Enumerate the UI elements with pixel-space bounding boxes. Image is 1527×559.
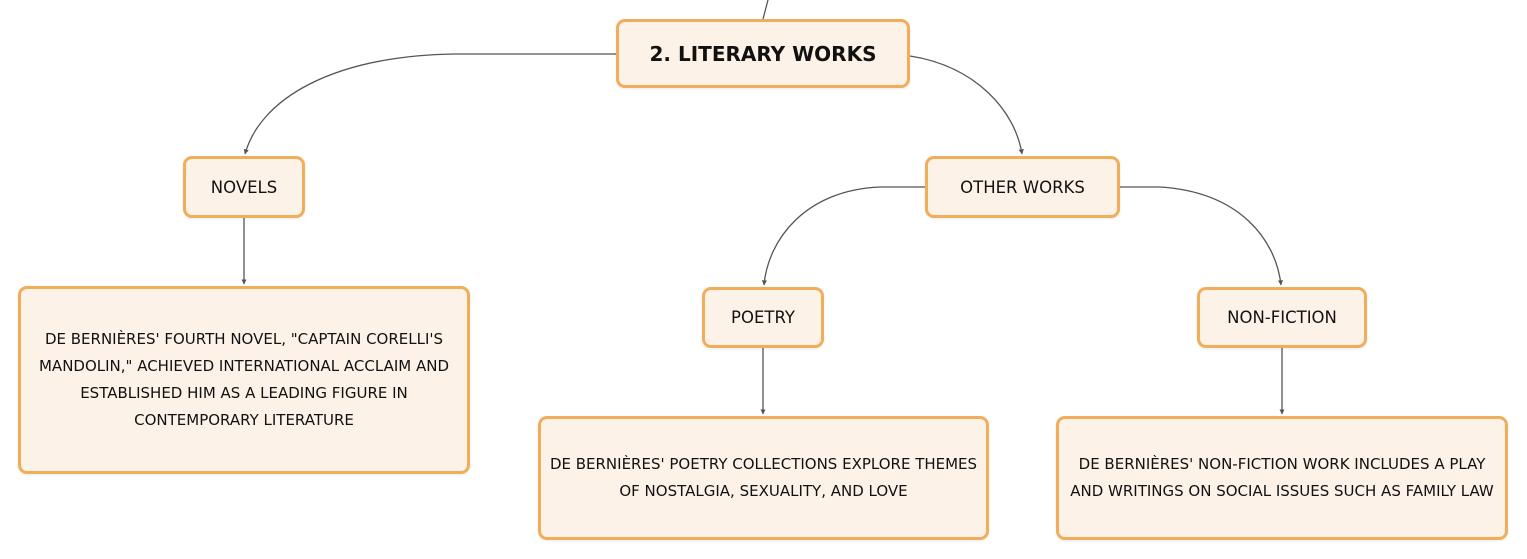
connector-root-to-other-works [909,55,1024,155]
poetry-description-text: DE BERNIÈRES' POETRY COLLECTIONS EXPLORE… [549,455,978,500]
root-node-literary-works[interactable]: 2. LITERARY WORKS [616,19,910,88]
topic-node-poetry[interactable]: POETRY [702,287,824,348]
novels-label: NOVELS [210,177,278,197]
connector-other-works-to-non-fiction [1120,186,1284,286]
topic-node-other-works[interactable]: OTHER WORKS [925,156,1120,218]
non-fiction-description-text: DE BERNIÈRES' NON-FICTION WORK INCLUDES … [1070,455,1494,500]
other-works-label: OTHER WORKS [960,177,1085,197]
topic-node-non-fiction[interactable]: NON-FICTION [1197,287,1367,348]
connector-root-to-novels [243,53,616,155]
topic-node-novels[interactable]: NOVELS [183,156,305,218]
root-node-label: 2. LITERARY WORKS [649,41,877,66]
poetry-label: POETRY [731,308,795,327]
connector-parent-to-root [762,0,769,20]
non-fiction-description-node[interactable]: DE BERNIÈRES' NON-FICTION WORK INCLUDES … [1056,416,1508,540]
novels-description-text: DE BERNIÈRES' FOURTH NOVEL, "CAPTAIN COR… [38,330,450,429]
non-fiction-label: NON-FICTION [1227,308,1337,327]
connector-other-works-to-poetry [761,186,925,286]
poetry-description-node[interactable]: DE BERNIÈRES' POETRY COLLECTIONS EXPLORE… [538,416,989,540]
novels-description-node[interactable]: DE BERNIÈRES' FOURTH NOVEL, "CAPTAIN COR… [18,286,470,474]
